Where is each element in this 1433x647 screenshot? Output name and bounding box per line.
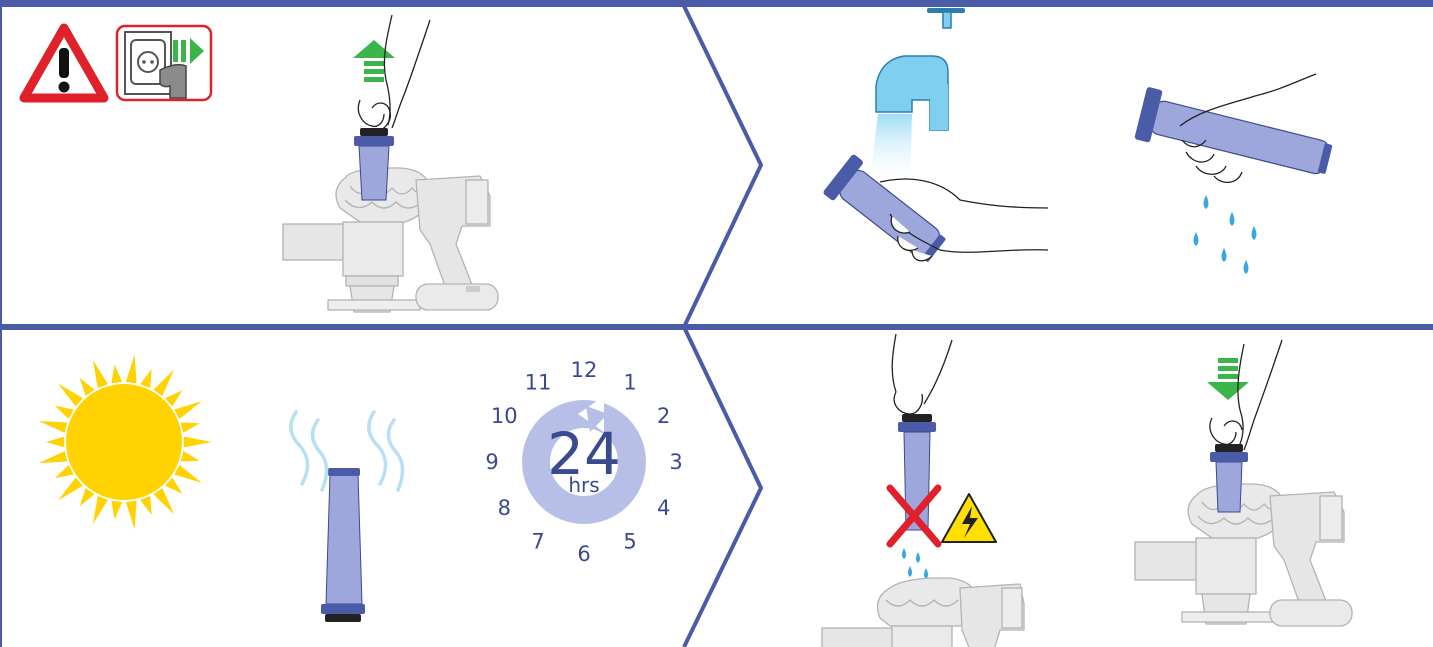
sun-ray <box>140 369 152 388</box>
panel-rinse-filter <box>823 8 1333 274</box>
sun-ray <box>46 436 65 448</box>
hand-icon <box>1179 73 1317 183</box>
clock-number: 10 <box>491 404 518 428</box>
unplug-icon <box>115 24 213 102</box>
vacuum-body <box>821 577 1025 647</box>
electric-hazard-icon <box>941 493 997 543</box>
panel-dry-filter: 12 12 3 45 6 789 10 11 24 hrs <box>38 354 683 622</box>
sun-ray <box>38 451 68 464</box>
clock-number: 9 <box>485 450 498 474</box>
sun-ray <box>153 369 174 396</box>
sun-ray <box>58 383 83 407</box>
sun-ray <box>174 401 202 419</box>
filter-icon <box>354 128 394 201</box>
sun-ray <box>165 390 183 407</box>
sun-ray <box>92 496 108 525</box>
sun-ray <box>58 477 83 501</box>
hand-icon <box>879 178 1049 262</box>
tap-icon <box>875 8 965 131</box>
panel-reinsert-filter <box>821 333 1353 647</box>
red-x-icon <box>886 484 942 548</box>
sun-ray <box>140 496 152 515</box>
sun-ray <box>111 500 123 520</box>
sun-ray <box>54 465 74 479</box>
sun-ray <box>92 359 108 388</box>
filter-icon <box>321 468 365 622</box>
clock-unit: hrs <box>568 473 599 497</box>
clock-number: 8 <box>498 496 511 520</box>
sun-ray <box>125 354 137 384</box>
hand-icon <box>1209 339 1283 451</box>
sun-ray <box>79 377 95 396</box>
clock-number: 5 <box>623 530 636 554</box>
vacuum-body <box>1134 483 1353 627</box>
clock-number: 4 <box>657 496 670 520</box>
clock-number: 1 <box>623 370 636 394</box>
clock-number: 3 <box>669 450 682 474</box>
sun-icon <box>38 354 212 530</box>
arrow-up-icon <box>353 40 395 82</box>
warning-triangle-icon <box>19 23 109 103</box>
clock-number: 2 <box>657 404 670 428</box>
vacuum-body <box>282 167 499 313</box>
clock-24hrs-icon: 12 12 3 45 6 789 10 11 24 hrs <box>485 358 682 566</box>
panel-remove-filter <box>19 14 499 313</box>
air-flow-icon <box>289 410 405 492</box>
sun-ray <box>54 405 74 419</box>
sun-ray <box>174 465 202 483</box>
filter-icon <box>1134 87 1333 175</box>
sun-ray <box>153 488 174 515</box>
sun-ray <box>111 364 123 384</box>
clock-duration: 24 <box>547 420 621 488</box>
sun-ray <box>38 420 68 433</box>
water-stream <box>870 114 912 180</box>
filter-icon <box>1210 444 1248 513</box>
water-drops-icon <box>1193 195 1257 274</box>
water-drops-icon <box>902 548 928 579</box>
sun-ray <box>165 477 183 494</box>
sun-ray <box>180 422 200 433</box>
sun-ray <box>183 436 212 448</box>
arrow-down-icon <box>1207 358 1249 400</box>
clock-number: 7 <box>531 530 544 554</box>
sun-ray <box>79 488 95 507</box>
hand-icon <box>357 14 431 131</box>
sun-ray <box>125 500 137 530</box>
clock-number: 6 <box>577 542 590 566</box>
clock-number: 11 <box>525 370 552 394</box>
clock-number: 12 <box>571 358 598 382</box>
hand-icon <box>891 333 953 415</box>
sun-ray <box>180 451 200 462</box>
